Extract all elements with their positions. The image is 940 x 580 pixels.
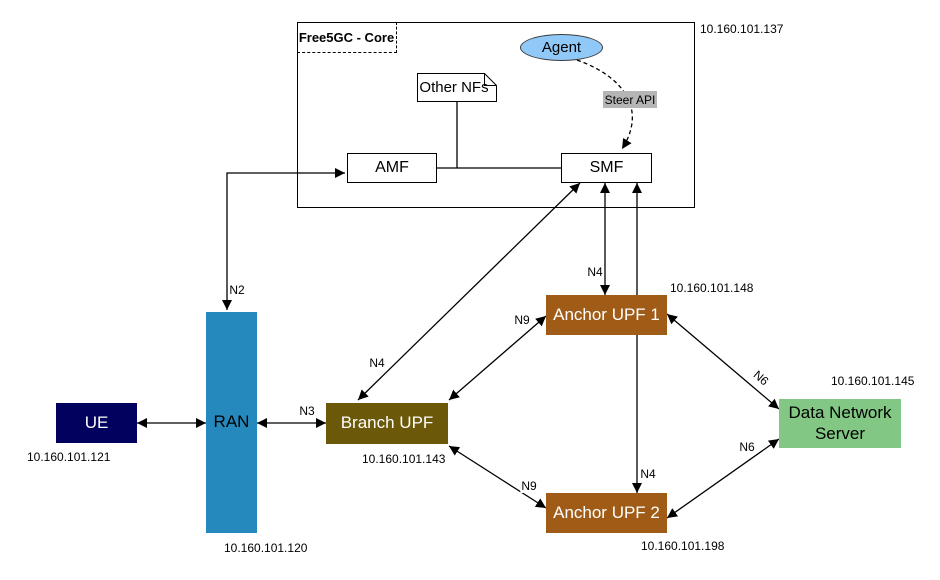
edge-label-n2: N2: [228, 283, 246, 297]
other-nfs-label: Other NFs: [419, 79, 489, 96]
edge-label-n4-smf-anchor2: N4: [639, 467, 657, 481]
note-shape: [417, 73, 497, 102]
ue-ip-label: 10.160.101.121: [27, 450, 111, 464]
node-smf: SMF: [561, 153, 652, 183]
free5gc-core-title: Free5GC - Core: [297, 22, 397, 53]
edge-n6-anchor2-dns: [666, 438, 780, 519]
edge-label-n9-anchor1: N9: [513, 313, 531, 327]
node-ue: UE: [56, 403, 137, 443]
node-other-nfs: Other NFs: [417, 73, 497, 102]
node-anchor-upf-2: Anchor UPF 2: [546, 493, 667, 533]
core-ip-label: 10.160.101.137: [700, 22, 784, 36]
anchor-upf-2-label: Anchor UPF 2: [553, 502, 660, 522]
branch-upf-ip-label: 10.160.101.143: [362, 452, 446, 466]
amf-label: AMF: [375, 159, 409, 177]
ran-ip-label: 10.160.101.120: [224, 541, 308, 555]
node-branch-upf: Branch UPF: [326, 403, 448, 444]
edge-n9-branch-anchor2: [448, 445, 547, 509]
steer-api-badge: Steer API: [603, 91, 657, 108]
data-network-server-ip-label: 10.160.101.145: [831, 374, 915, 388]
smf-label: SMF: [589, 159, 624, 177]
anchor-upf-2-ip-label: 10.160.101.198: [641, 539, 725, 553]
agent-label: Agent: [541, 39, 582, 56]
node-agent: Agent: [520, 34, 603, 61]
anchor-upf-1-label: Anchor UPF 1: [553, 304, 660, 324]
edge-label-n9-anchor2: N9: [520, 479, 538, 493]
edge-agent-smf-dashed: [576, 59, 633, 150]
edge-n2: [222, 168, 345, 310]
edge-label-n4-smf-branch: N4: [368, 356, 386, 370]
node-ran: RAN: [206, 312, 257, 533]
edge-n6-anchor1-dns: [666, 313, 780, 410]
branch-upf-label: Branch UPF: [340, 413, 434, 433]
ue-label: UE: [84, 412, 109, 432]
edge-label-n3: N3: [298, 404, 316, 418]
anchor-upf-1-ip-label: 10.160.101.148: [670, 281, 754, 295]
steer-api-label: Steer API: [604, 92, 656, 107]
node-data-network-server: Data Network Server: [779, 399, 901, 448]
edge-label-n6-anchor2: N6: [738, 440, 756, 454]
node-amf: AMF: [347, 153, 437, 183]
data-network-server-label: Data Network Server: [788, 403, 892, 443]
node-anchor-upf-1: Anchor UPF 1: [546, 295, 667, 335]
edge-label-n4-smf-anchor1: N4: [586, 265, 604, 279]
ran-label: RAN: [213, 412, 250, 432]
edge-n4-smf-branch: [357, 182, 581, 401]
edge-n9-branch-anchor1: [448, 315, 547, 401]
